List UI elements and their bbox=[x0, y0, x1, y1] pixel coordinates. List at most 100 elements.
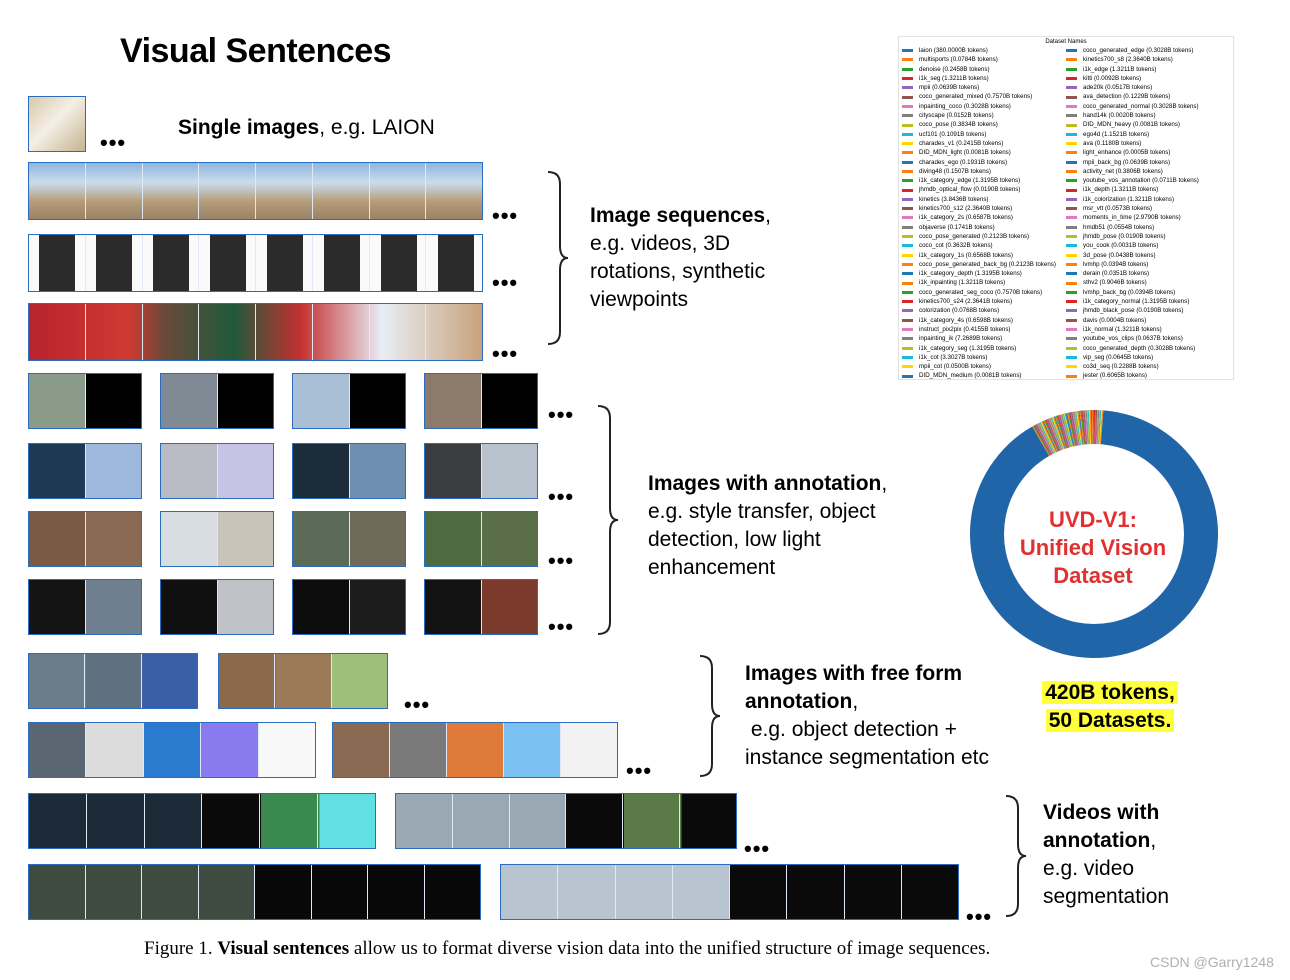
legend-swatch bbox=[1066, 67, 1077, 71]
legend-item: coco_cot (0.3632B tokens) bbox=[902, 241, 1066, 250]
legend-label: coco_generated_mixed (0.7570B tokens) bbox=[919, 93, 1033, 101]
legend-label: coco_pose (0.3834B tokens) bbox=[919, 121, 998, 129]
legend-label: instruct_pix2pix (0.4155B tokens) bbox=[919, 325, 1011, 333]
legend-item: mpii (0.0639B tokens) bbox=[902, 83, 1066, 92]
legend-item: coco_generated_seg_coco (0.7570B tokens) bbox=[902, 288, 1066, 297]
legend-swatch bbox=[902, 160, 913, 164]
legend-item: ava (0.1180B tokens) bbox=[1066, 139, 1230, 148]
annot-pair-lowlight-2 bbox=[160, 579, 274, 635]
legend-swatch bbox=[1066, 225, 1077, 229]
donut-center-label: UVD-V1: Unified Vision Dataset bbox=[1019, 507, 1167, 588]
brace-videos bbox=[1005, 795, 1027, 917]
video-strip-3 bbox=[28, 864, 481, 920]
legend-label: coco_generated_edge (0.3028B tokens) bbox=[1083, 47, 1194, 54]
legend-item: i1k_colorization (1.3211B tokens) bbox=[1066, 195, 1230, 204]
legend-swatch bbox=[902, 290, 913, 294]
annot-pair-style-2 bbox=[160, 443, 274, 499]
legend-item: DID_MDN_heavy (0.0081B tokens) bbox=[1066, 120, 1230, 129]
legend-swatch bbox=[902, 365, 913, 369]
legend-swatch bbox=[1066, 328, 1077, 332]
legend-swatch bbox=[902, 49, 913, 53]
legend-item: multisports (0.0784B tokens) bbox=[902, 55, 1066, 64]
legend-item: ucf101 (0.1091B tokens) bbox=[902, 130, 1066, 139]
legend-label: i1k_category_2s (0.6587B tokens) bbox=[919, 214, 1013, 222]
legend-item: ade20k (0.0517B tokens) bbox=[1066, 83, 1230, 92]
legend-item: mpii_back_bg (0.0639B tokens) bbox=[1066, 158, 1230, 167]
legend-swatch bbox=[1066, 151, 1077, 155]
freeform-strip-3 bbox=[28, 722, 316, 778]
legend-item: moments_in_time (2.9790B tokens) bbox=[1066, 213, 1230, 222]
figure-caption: Figure 1. Visual sentences allow us to f… bbox=[144, 938, 991, 959]
legend-label: kitti (0.0092B tokens) bbox=[1083, 74, 1142, 82]
legend-swatch bbox=[902, 132, 913, 136]
sequence-strip-pianos bbox=[28, 234, 483, 292]
legend-label: i1k_category_4s (0.6598B tokens) bbox=[919, 316, 1013, 324]
legend-swatch bbox=[902, 244, 913, 248]
ellipsis-annot-3: ••• bbox=[548, 548, 575, 573]
annot-pair-detect-3 bbox=[292, 511, 406, 567]
legend-label: coco_pose_generated_back_bg (0.2123B tok… bbox=[919, 260, 1056, 268]
legend-swatch bbox=[902, 207, 913, 211]
legend-swatch bbox=[1066, 104, 1077, 108]
legend-item: i1k_seg (1.3211B tokens) bbox=[902, 74, 1066, 83]
single-image-thumb bbox=[28, 96, 86, 152]
legend-label: i1k_seg (1.3211B tokens) bbox=[919, 74, 989, 82]
legend-swatch bbox=[1066, 272, 1077, 276]
legend-item: i1k_category_normal (1.3195B tokens) bbox=[1066, 297, 1230, 306]
legend-swatch bbox=[1066, 346, 1077, 350]
legend-item: kinetics700_s8 (2.3640B tokens) bbox=[1066, 55, 1230, 64]
video-strip-1 bbox=[28, 793, 376, 849]
annot-pair-pose-1 bbox=[28, 373, 142, 429]
ellipsis-annot-4: ••• bbox=[548, 614, 575, 639]
legend-item: inpainting_ik (7.2689B tokens) bbox=[902, 334, 1066, 343]
legend-item: co3d_seq (0.2288B tokens) bbox=[1066, 362, 1230, 371]
legend-label: i1k_category_1s (0.6568B tokens) bbox=[919, 251, 1013, 259]
legend-swatch bbox=[902, 318, 913, 322]
legend-label: DID_MDN_medium (0.0081B tokens) bbox=[919, 372, 1022, 380]
legend-swatch bbox=[902, 225, 913, 229]
legend-label: ava_detection (0.1229B tokens) bbox=[1083, 93, 1171, 101]
brace-annotation bbox=[597, 405, 619, 635]
legend-item: youtube_vos_annotation (0.0711B tokens) bbox=[1066, 176, 1230, 185]
legend-item: colorization (0.0768B tokens) bbox=[902, 306, 1066, 315]
legend-swatch bbox=[902, 77, 913, 81]
legend-label: mpii (0.0639B tokens) bbox=[919, 84, 980, 92]
legend-label: sthv2 (0.9046B tokens) bbox=[1083, 279, 1147, 287]
annot-pair-lowlight-4 bbox=[424, 579, 538, 635]
legend-label: youtube_vos_annotation (0.0711B tokens) bbox=[1083, 177, 1199, 185]
legend-swatch bbox=[1066, 132, 1077, 136]
annot-pair-pose-2 bbox=[160, 373, 274, 429]
sequence-strip-horses bbox=[28, 162, 483, 220]
legend-swatch bbox=[902, 300, 913, 304]
legend-item: msr_vtt (0.0573B tokens) bbox=[1066, 204, 1230, 213]
legend-label: ava (0.1180B tokens) bbox=[1083, 139, 1142, 147]
legend-swatch bbox=[902, 151, 913, 155]
legend-label: coco_generated_depth (0.3028B tokens) bbox=[1083, 344, 1196, 352]
annot-pair-lowlight-3 bbox=[292, 579, 406, 635]
legend-item: i1k_edge (1.3211B tokens) bbox=[1066, 65, 1230, 74]
legend-swatch bbox=[902, 58, 913, 62]
legend-swatch bbox=[1066, 142, 1077, 146]
legend-item: charades_ego (0.1931B tokens) bbox=[902, 158, 1066, 167]
legend-item: youtube_vos_clips (0.0637B tokens) bbox=[1066, 334, 1230, 343]
legend-label: DID_MDN_light (0.0081B tokens) bbox=[919, 149, 1011, 157]
legend-label: you_cook (0.0031B tokens) bbox=[1083, 242, 1159, 250]
dataset-donut-chart bbox=[970, 410, 1218, 658]
legend-label: i1k_category_seg (1.3195B tokens) bbox=[919, 344, 1017, 352]
sequence-strip-stockings bbox=[28, 303, 483, 361]
video-strip-4 bbox=[500, 864, 959, 920]
legend-item: i1k_category_2s (0.6587B tokens) bbox=[902, 213, 1066, 222]
legend-swatch bbox=[1066, 49, 1077, 53]
legend-swatch bbox=[902, 216, 913, 220]
legend-item: inpainting_coco (0.3028B tokens) bbox=[902, 102, 1066, 111]
legend-swatch bbox=[902, 253, 913, 257]
legend-swatch bbox=[902, 272, 913, 276]
legend-item: laion (380.0000B tokens) bbox=[902, 46, 1066, 55]
legend-label: coco_pose_generated (0.2123B tokens) bbox=[919, 232, 1030, 240]
legend-item: denoise (0.2458B tokens) bbox=[902, 65, 1066, 74]
legend-item: i1k_category_1s (0.6568B tokens) bbox=[902, 251, 1066, 260]
legend-label: coco_generated_normal (0.3028B tokens) bbox=[1083, 102, 1199, 110]
legend-label: kinetics (3.8436B tokens) bbox=[919, 195, 989, 203]
video-strip-2 bbox=[395, 793, 737, 849]
legend-label: kinetics700_s12 (2.3640B tokens) bbox=[919, 205, 1013, 213]
